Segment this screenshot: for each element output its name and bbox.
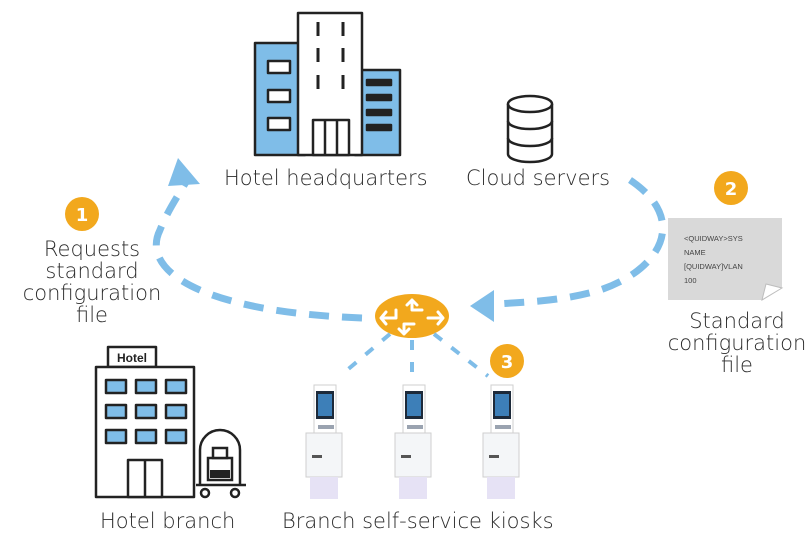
hotel-branch-icon: Hotel	[94, 345, 196, 499]
standard-config-label: Standard configuration file	[667, 310, 807, 376]
config-line-3: [QUIDWAY]VLAN	[684, 262, 743, 271]
kiosk-icon	[305, 384, 520, 499]
svg-text:3: 3	[501, 352, 514, 373]
svg-text:2: 2	[725, 179, 738, 200]
cloud-servers-label: Cloud servers	[466, 166, 611, 190]
requests-line-2: standard	[45, 259, 139, 283]
requests-line-1: Requests	[43, 237, 141, 261]
config-line-4: 100	[684, 276, 697, 285]
flow-arrows	[152, 177, 667, 322]
step-2-badge: 2	[714, 171, 748, 205]
left-flow-arc	[152, 180, 363, 322]
headquarters-label: Hotel headquarters	[224, 166, 428, 190]
luggage-cart-icon	[196, 428, 246, 499]
config-line-1: <QUIDWAY>SYS	[684, 234, 743, 243]
right-flow-arc	[497, 177, 667, 308]
config-document-icon: <QUIDWAY>SYS NAME [QUIDWAY]VLAN 100	[668, 218, 784, 302]
svg-text:1: 1	[76, 205, 89, 226]
kiosks-label: Branch self-service kiosks	[282, 509, 554, 533]
requests-line-3: configuration	[22, 281, 162, 305]
standard-config-line-2: configuration	[667, 331, 807, 355]
hotel-sign-text: Hotel	[117, 351, 147, 365]
requests-label: Requests standard configuration file	[22, 238, 162, 326]
kiosk-links	[338, 332, 490, 382]
standard-config-line-1: Standard	[689, 309, 785, 333]
hotel-branch-label: Hotel branch	[100, 509, 236, 533]
arrowhead-to-router	[470, 290, 494, 322]
config-line-2: NAME	[684, 248, 706, 257]
arrowhead-to-headquarters	[168, 158, 200, 186]
step-3-badge: 3	[490, 344, 524, 378]
database-icon	[506, 94, 554, 164]
router-icon	[375, 294, 449, 338]
headquarters-building-icon	[253, 11, 402, 157]
standard-config-line-3: file	[721, 353, 753, 377]
requests-line-4: file	[76, 303, 108, 327]
step-1-badge: 1	[65, 197, 99, 231]
